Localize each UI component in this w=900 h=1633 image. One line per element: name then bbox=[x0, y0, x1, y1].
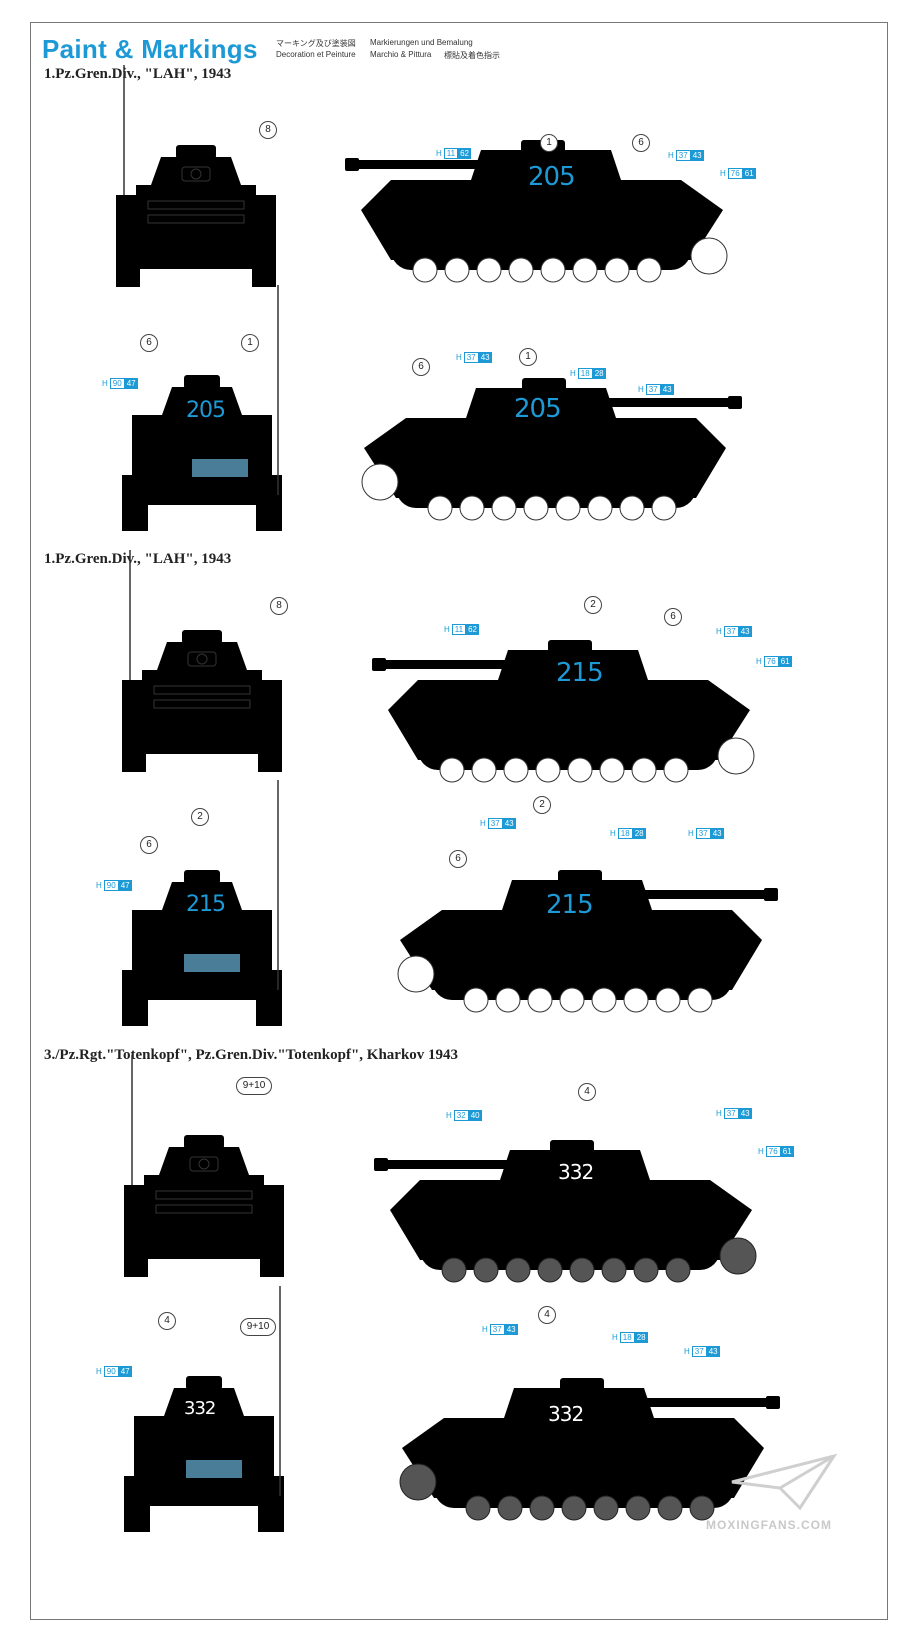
callout-6: 6 bbox=[632, 134, 650, 152]
turret-number-332-rear: 332 bbox=[184, 1398, 216, 1419]
paper-plane-watermark-icon bbox=[731, 1453, 838, 1511]
callout-9-10-rear: 9+10 bbox=[240, 1318, 276, 1336]
tank-205-left-side-view bbox=[345, 140, 735, 300]
tank-205-right-side-view bbox=[340, 378, 742, 538]
section-title-totenkopf-332: 3./Pz.Rgt."Totenkopf", Pz.Gren.Div."Tote… bbox=[44, 1047, 459, 1063]
tank-332-rear-view bbox=[123, 1285, 304, 1546]
callout-2-rear: 2 bbox=[191, 808, 209, 826]
callout-1-side: 1 bbox=[519, 348, 537, 366]
turret-number-205-rear: 205 bbox=[186, 398, 226, 423]
callout-6-side-b: 6 bbox=[449, 850, 467, 868]
turret-number-332-right: 332 bbox=[548, 1402, 584, 1426]
turret-number-205-side: 205 bbox=[528, 162, 576, 192]
callout-1: 1 bbox=[540, 134, 558, 152]
section-title-lah-205: 1.Pz.Gren.Div., "LAH", 1943 bbox=[44, 66, 232, 82]
title-french: Decoration et Peinture bbox=[276, 50, 356, 59]
tank-215-right-side-view bbox=[376, 870, 778, 1030]
callout-1-rear: 1 bbox=[241, 334, 259, 352]
title-italian: Marchio & Pittura bbox=[370, 50, 432, 59]
turret-number-215-side: 215 bbox=[556, 658, 604, 688]
tank-205-rear-view bbox=[121, 284, 302, 545]
title-german: Markierungen und Bemalung bbox=[370, 38, 473, 47]
callout-4: 4 bbox=[578, 1083, 596, 1101]
page-title: Paint & Markings bbox=[42, 34, 258, 64]
tank-205-front-view bbox=[115, 64, 296, 315]
turret-number-332-side: 332 bbox=[558, 1160, 594, 1184]
turret-number-215-rear: 215 bbox=[186, 892, 226, 917]
tank-332-left-side-view bbox=[374, 1140, 764, 1300]
tank-215-front-view bbox=[121, 549, 302, 800]
turret-number-215-right: 215 bbox=[546, 890, 594, 920]
callout-6-rear: 6 bbox=[140, 334, 158, 352]
callout-8: 8 bbox=[259, 121, 277, 139]
callout-4-rear: 4 bbox=[158, 1312, 176, 1330]
callout-2: 2 bbox=[584, 596, 602, 614]
watermark-text: MOXINGFANS.COM bbox=[706, 1518, 833, 1532]
callout-6-c: 6 bbox=[664, 608, 682, 626]
title-chinese: 標貼及着色指示 bbox=[444, 51, 500, 60]
callout-8-b: 8 bbox=[270, 597, 288, 615]
page-frame bbox=[30, 22, 888, 1620]
tank-332-right-side-view bbox=[378, 1378, 780, 1538]
section-title-lah-215: 1.Pz.Gren.Div., "LAH", 1943 bbox=[44, 551, 232, 567]
callout-2-side: 2 bbox=[533, 796, 551, 814]
title-japanese: マーキング及び塗装図 bbox=[276, 39, 356, 48]
callout-6-side: 6 bbox=[412, 358, 430, 376]
callout-9-10: 9+10 bbox=[236, 1077, 272, 1095]
tank-215-left-side-view bbox=[372, 640, 762, 800]
callout-6-rear-b: 6 bbox=[140, 836, 158, 854]
callout-4-side: 4 bbox=[538, 1306, 556, 1324]
turret-number-205-right: 205 bbox=[514, 394, 562, 424]
tank-215-rear-view bbox=[121, 779, 302, 1040]
tank-332-front-view bbox=[123, 1054, 304, 1305]
